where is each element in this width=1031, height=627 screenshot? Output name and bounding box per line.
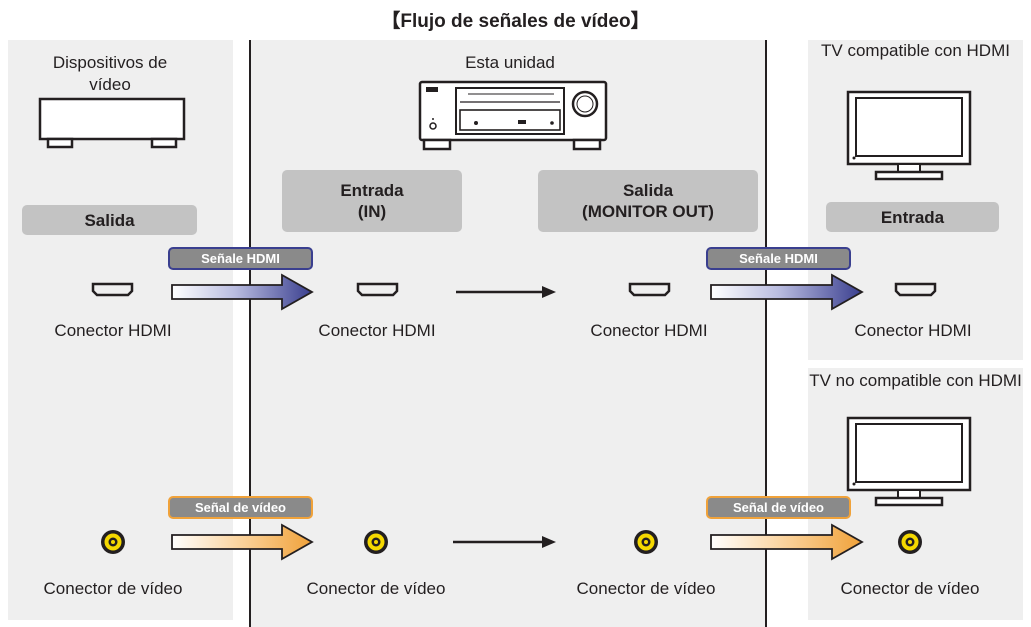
hdmi-row (91, 273, 937, 311)
tv-nonhdmi-label: TV no compatible con HDMI (809, 371, 1022, 390)
tv-role-pill: Entrada (826, 202, 999, 232)
hdmi-connector-label: Conector HDMI (54, 321, 172, 340)
hdmi-port-icon (91, 282, 937, 297)
source-label: Dispositivos de vídeo (52, 53, 168, 94)
video-connector-label: Conector de vídeo (306, 579, 446, 598)
tv-icon (846, 90, 972, 181)
hdmi-signal-tag: Señale HDMI (706, 247, 851, 270)
unit-label: Esta unidad (465, 53, 555, 72)
hdmi-connector-label: Conector HDMI (590, 321, 708, 340)
internal-arrow-icon (453, 536, 556, 548)
video-connector-label: Conector de vídeo (576, 579, 716, 598)
av-receiver-icon (418, 80, 608, 151)
hdmi-connector-label: Conector HDMI (318, 321, 436, 340)
video-row (101, 523, 922, 561)
video-signal-tag: Señal de vídeo (706, 496, 851, 519)
tv-icon (846, 416, 972, 507)
tv-hdmi-label: TV compatible con HDMI (821, 41, 1010, 60)
video-connector-label: Conector de vídeo (43, 579, 183, 598)
internal-arrow-icon (456, 286, 556, 298)
unit-in-pill: Entrada (IN) (282, 170, 462, 232)
video-connector-label: Conector de vídeo (840, 579, 980, 598)
video-jack-icon (101, 530, 922, 554)
video-arrow-icon (171, 523, 864, 561)
hdmi-connector-label: Conector HDMI (854, 321, 972, 340)
unit-out-pill: Salida (MONITOR OUT) (538, 170, 758, 232)
source-role-pill: Salida (22, 205, 197, 235)
diagram-title: 【Flujo de señales de vídeo】 (381, 11, 650, 32)
video-signal-tag: Señal de vídeo (168, 496, 313, 519)
hdmi-signal-tag: Señale HDMI (168, 247, 313, 270)
hdmi-arrow-icon (171, 273, 864, 311)
video-device-icon (38, 97, 186, 149)
